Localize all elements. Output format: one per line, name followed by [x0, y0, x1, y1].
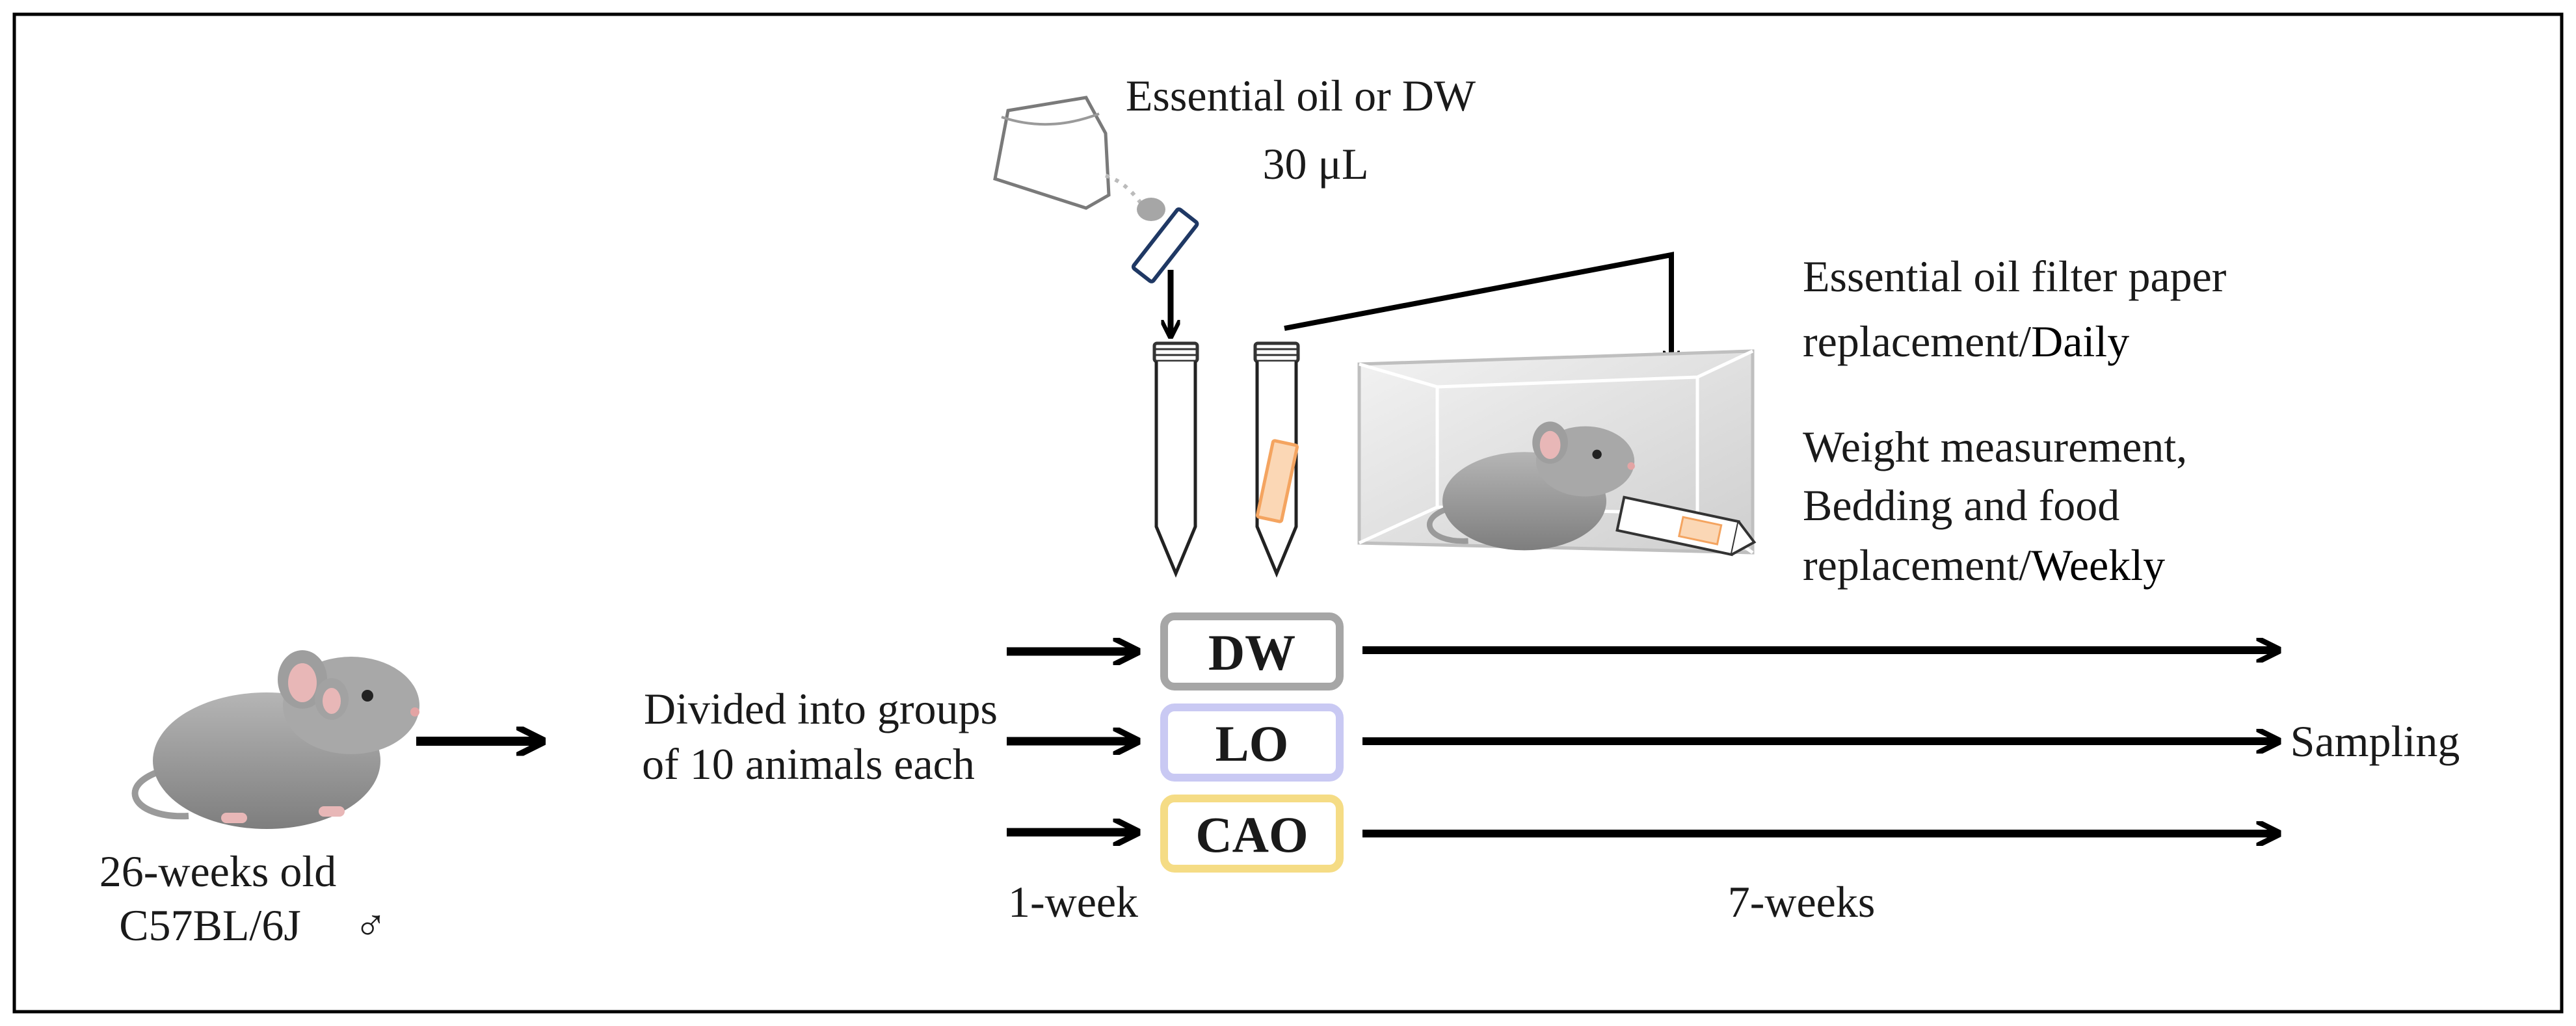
treatment-dose-text: 30 μL [1263, 139, 1369, 189]
weekly-note-prefix: replacement/ [1803, 540, 2031, 590]
group-label-dw: DW [1208, 624, 1295, 681]
division-text-line2: of 10 animals each [642, 739, 975, 789]
treatment-text-line1: Essential oil or DW [1126, 71, 1476, 120]
daily-note-prefix: replacement/ [1803, 317, 2031, 366]
source-strain-text: C57BL/6J [119, 901, 301, 950]
source-mouse-illustration [131, 650, 419, 829]
male-symbol-icon: ♂ [354, 901, 388, 950]
arrow-tube-to-cage [1284, 252, 1671, 364]
group-box-cao [1160, 795, 1344, 873]
filter-paper-icon [1131, 207, 1199, 283]
daily-note-line2: replacement/Daily [1803, 317, 2129, 366]
group-label-cao: CAO [1195, 806, 1308, 863]
group-box-lo [1160, 704, 1344, 782]
cage-illustration [1357, 349, 1757, 557]
endpoint-text: Sampling [2291, 717, 2460, 766]
cage-mouse-illustration [1426, 421, 1635, 551]
oil-cup-icon [993, 96, 1165, 221]
weekly-note-line3: replacement/Weekly [1803, 540, 2165, 590]
outer-frame [12, 12, 2564, 1014]
weekly-note-line1: Weight measurement, [1803, 422, 2187, 471]
weekly-note-line2: Bedding and food [1803, 480, 2119, 530]
daily-note-line1: Essential oil filter paper [1803, 252, 2227, 301]
treatment-duration-text: 7-weeks [1728, 877, 1876, 927]
group-label-lo: LO [1215, 715, 1289, 772]
source-age-text: 26-weeks old [100, 847, 336, 896]
division-text-line1: Divided into groups [644, 684, 998, 733]
acclimation-duration-text: 1-week [1008, 877, 1138, 927]
group-box-dw [1160, 612, 1344, 691]
tube-with-paper-icon [1253, 341, 1300, 578]
daily-note-emphasis: Daily [2031, 317, 2129, 366]
weekly-note-emphasis: Weekly [2031, 540, 2165, 590]
cage-tube-icon [1615, 495, 1757, 557]
tube-empty-icon [1152, 341, 1199, 578]
